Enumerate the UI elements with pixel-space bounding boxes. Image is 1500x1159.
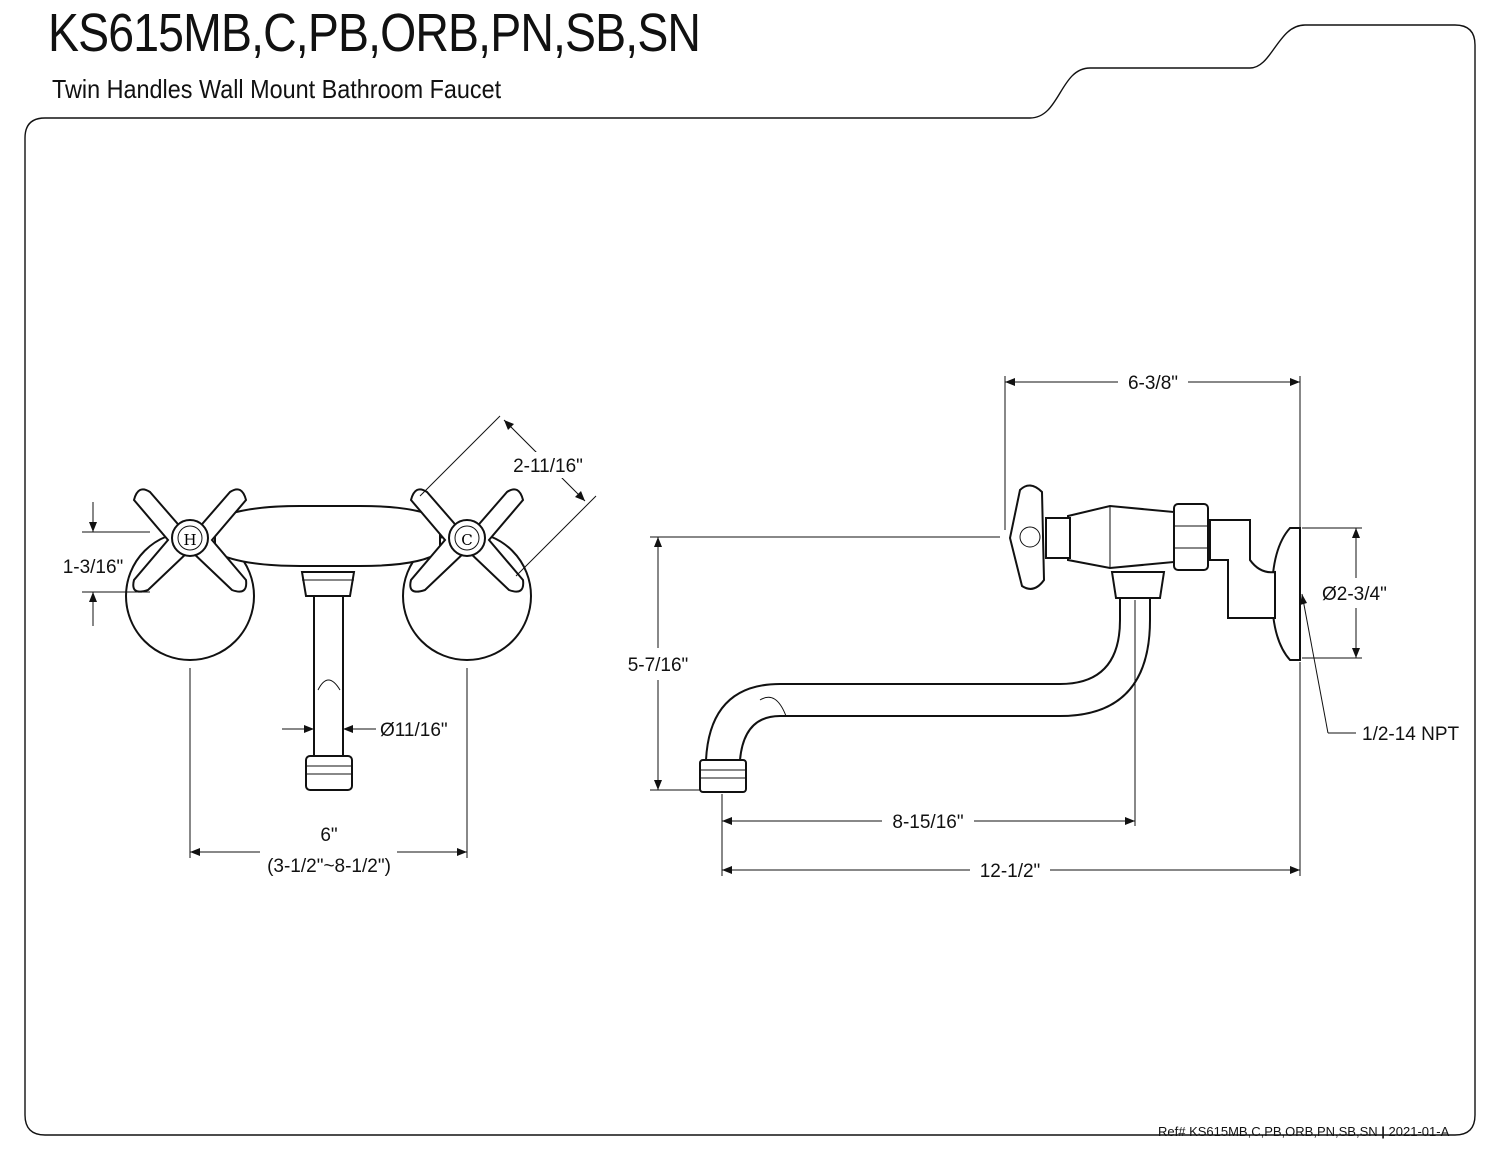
page-subtitle: Twin Handles Wall Mount Bathroom Faucet <box>52 74 502 104</box>
dim-handle-height-label: 1-3/16" <box>63 557 124 578</box>
curved-spout <box>705 598 1151 761</box>
dim-top-label: 6-3/8" <box>1128 373 1178 394</box>
dim-spout-dia: Ø11/16" <box>282 720 448 741</box>
dim-reach-total: 12-1/2" <box>722 662 1301 882</box>
side-view: 6-3/8" 5-7/16" Ø2-3/4" 1/2-14 <box>628 373 1460 882</box>
dim-reach-total-label: 12-1/2" <box>980 861 1041 882</box>
dim-handle-diag-label: 2-11/16" <box>513 456 583 477</box>
dim-center-range-label: (3-1/2"~8-1/2") <box>267 856 391 877</box>
ref-code: Ref# KS615MB,C,PB,ORB,PN,SB,SN <box>1158 1124 1378 1139</box>
dim-thread-label: 1/2-14 NPT <box>1362 724 1460 745</box>
drawing-frame <box>24 24 1476 1136</box>
dim-reach-spout: 8-15/16" <box>721 600 1136 876</box>
hot-label: H <box>183 531 196 549</box>
dim-flange-label: Ø2-3/4" <box>1322 584 1387 605</box>
faucet-body <box>214 505 441 567</box>
spout-collar <box>300 571 356 597</box>
cold-label: C <box>461 531 472 549</box>
spout-tube <box>313 595 344 757</box>
side-aerator <box>699 759 747 793</box>
page-title: KS615MB,C,PB,ORB,PN,SB,SN <box>48 3 701 63</box>
dim-height-label: 5-7/16" <box>628 655 689 676</box>
reference-footer: Ref# KS615MB,C,PB,ORB,PN,SB,SN | 2021-01… <box>1158 1124 1449 1139</box>
spout-aerator <box>305 755 353 791</box>
dim-handle-diag: 2-11/16" <box>419 415 597 577</box>
wall-flange <box>1270 527 1301 661</box>
dim-handle-height: 1-3/16" <box>63 502 150 626</box>
hex-nut <box>1173 503 1209 571</box>
hot-handle: H <box>132 488 248 593</box>
front-view: H C 2-11/16" 1-3/16" <box>63 415 597 877</box>
shank <box>1209 519 1276 619</box>
dim-thread: 1/2-14 NPT <box>1300 593 1460 745</box>
side-handle <box>1008 484 1046 590</box>
dim-height: 5-7/16" <box>628 536 1000 791</box>
dim-spout-dia-label: Ø11/16" <box>380 720 448 741</box>
dim-reach-spout-label: 8-15/16" <box>892 812 963 833</box>
cold-handle: C <box>409 488 525 593</box>
dim-center-label: 6" <box>320 825 337 846</box>
ref-separator: | <box>1381 1124 1385 1139</box>
spout-collar-side <box>1110 571 1166 599</box>
valve-body <box>1067 504 1175 570</box>
dim-flange: Ø2-3/4" <box>1302 527 1387 659</box>
dim-top: 6-3/8" <box>1004 373 1301 530</box>
dim-center: 6" (3-1/2"~8-1/2") <box>189 668 468 877</box>
ref-revision: 2021-01-A <box>1388 1124 1450 1139</box>
